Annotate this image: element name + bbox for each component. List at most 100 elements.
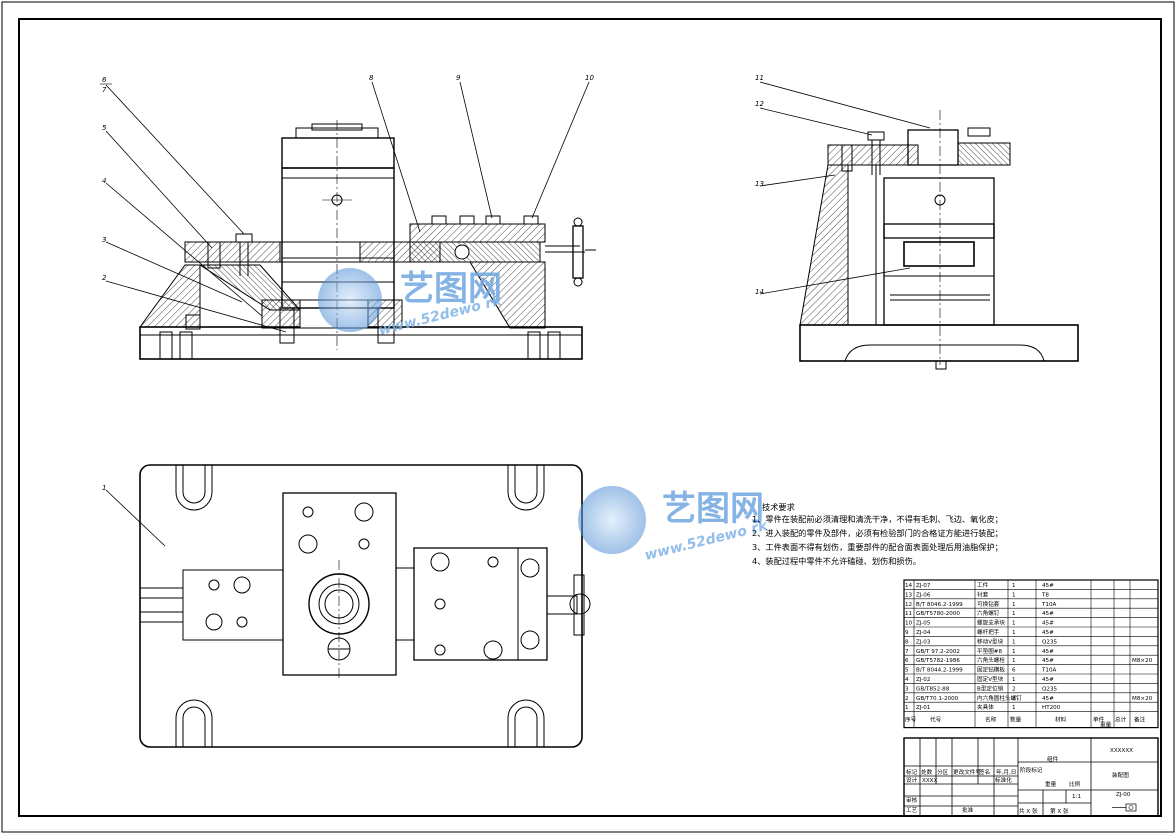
bom-cell-qty: 1 — [1012, 592, 1016, 598]
bom-cell-no: 4 — [905, 677, 909, 683]
bom-cell-mat: HT200 — [1042, 705, 1061, 711]
bom-cell-qty: 1 — [1012, 649, 1016, 655]
bom-header-cell: 材料 — [1055, 716, 1067, 724]
title-weight-label: 重量 — [1045, 780, 1057, 788]
bom-cell-name: 固定钻模板 — [977, 666, 1005, 674]
title-date-label: 年,月,日 — [996, 768, 1016, 776]
bom-cell-no: 3 — [905, 686, 909, 692]
title-designer: XXXX — [922, 778, 937, 784]
bom-cell-code: ZJ-04 — [916, 630, 931, 636]
bom-cell-qty: 1 — [1012, 639, 1016, 645]
bom-cell-mat: Q235 — [1042, 686, 1058, 692]
bom-cell-name: 移动V型块 — [977, 637, 1004, 645]
bom-cell-name: 六角头螺栓 — [977, 656, 1005, 664]
title-center: 组件 — [1047, 755, 1059, 763]
bom-cell-name: 固定V型块 — [977, 675, 1004, 683]
bom-header-cell: 单件 — [1093, 716, 1105, 724]
title-stage-label: 阶段标记 — [1020, 766, 1043, 774]
bom-cell-mat: 45# — [1042, 630, 1054, 636]
bom-cell-no: 11 — [905, 611, 913, 617]
bom-cell-code: ZJ-01 — [916, 705, 931, 711]
leader-lines — [105, 81, 931, 547]
bom-cell-no: 8 — [905, 639, 909, 645]
notes-line-1: 1、零件在装配前必须清理和清洗干净，不得有毛刺、飞边、氧化皮； — [752, 514, 1003, 524]
title-mark-label: 标记 — [906, 768, 918, 776]
title-scale-label: 比例 — [1069, 780, 1081, 788]
bom-cell-no: 10 — [905, 621, 913, 627]
bom-cell-code: GB/T5782-1986 — [916, 658, 960, 664]
bom-cell-qty: 1 — [1012, 611, 1016, 617]
bom-cell-name: 工件 — [977, 581, 989, 589]
bom-cell-code: GB/T 97.2-2002 — [916, 649, 960, 655]
bom-cell-mat: 45# — [1042, 696, 1054, 702]
bom-cell-code: GB/T70.1-2000 — [916, 696, 959, 702]
bom-cell-qty: 2 — [1012, 696, 1016, 702]
title-sign-label: 签名 — [979, 768, 990, 776]
bom-cell-no: 13 — [905, 592, 913, 598]
part-balloons: 6 7 5 4 3 2 1 8 9 10 11 12 13 14 — [100, 74, 764, 492]
balloon-8: 8 — [369, 74, 374, 82]
bom-cell-mat: 45# — [1042, 583, 1054, 589]
bom-cell-qty: 1 — [1012, 677, 1016, 683]
bom-cell-name: 内六角圆柱头螺钉 — [977, 694, 1022, 702]
balloon-9: 9 — [456, 74, 461, 82]
balloon-6: 6 — [102, 76, 107, 84]
balloon-10: 10 — [585, 74, 594, 82]
bom-cell-code: ZJ-06 — [916, 592, 931, 598]
bom-header-cell: 序号 — [905, 716, 917, 724]
bom-cell-qty: 1 — [1012, 602, 1016, 608]
title-approve-label: 批准 — [962, 806, 974, 814]
title-scale: 1:1 — [1072, 794, 1081, 800]
bom-cell-mat: 45# — [1042, 677, 1054, 683]
bom-cell-code: B/T 8044.2-1999 — [916, 668, 963, 674]
title-craft-label: 工艺 — [906, 807, 918, 814]
bom-cell-mat: Q235 — [1042, 639, 1058, 645]
bom-cell-name: 夹具体 — [977, 703, 994, 711]
bom-cell-no: 12 — [905, 602, 912, 608]
bom-cell-code: ZJ-02 — [916, 677, 930, 683]
bom-cell-code: ZJ-05 — [916, 621, 931, 627]
bom-cell-no: 7 — [905, 649, 909, 655]
bom-cell-qty: 1 — [1012, 705, 1016, 711]
balloon-5: 5 — [102, 124, 107, 132]
title-drawing-name: 装配图 — [1112, 771, 1129, 779]
bom-cell-mat: T10A — [1041, 668, 1057, 674]
bom-cell-qty: 1 — [1012, 658, 1016, 664]
balloon-11: 11 — [755, 74, 764, 82]
bom-cell-name: 平垫圈#8 — [977, 647, 1002, 655]
bom-cell-mat: 45# — [1042, 611, 1054, 617]
title-zone-label: 分区 — [937, 768, 949, 776]
title-review-label: 审核 — [906, 796, 918, 804]
bom-cell-name: B型定位销 — [977, 684, 1004, 692]
balloon-14: 14 — [755, 288, 764, 296]
balloon-13: 13 — [755, 180, 764, 188]
bom-cell-mat: 45# — [1042, 621, 1054, 627]
bom-frame — [903, 579, 1159, 729]
technical-notes: 技术要求 1、零件在装配前必须清理和清洗干净，不得有毛刺、飞边、氧化皮； 2、进… — [752, 502, 1003, 566]
notes-line-3: 3、工件表面不得有划伤，重要部件的配合面表面处理后用油脂保护； — [752, 542, 1003, 552]
title-sheet-no: 第 X 张 — [1050, 807, 1069, 815]
balloon-7: 7 — [102, 86, 107, 94]
bom-cell-code: GB/T852-88 — [916, 686, 950, 692]
bom-header-cell: 代号 — [930, 716, 942, 724]
bom-cell-no: 6 — [905, 658, 909, 664]
bom-cell-name: 可换钻套 — [977, 600, 1000, 608]
title-drawing-no: ZJ-00 — [1116, 792, 1131, 798]
notes-line-2: 2、进入装配的零件及部件，必须有检验部门的合格证方能进行装配； — [752, 528, 1003, 538]
top-view — [139, 464, 591, 748]
bom-header-cell: 数量 — [1010, 716, 1022, 724]
balloon-4: 4 — [102, 177, 106, 185]
bom-cell-name: 衬套 — [977, 590, 989, 598]
bom-cell-name: 螺旋支承块 — [977, 619, 1005, 627]
title-sheets: 共 X 张 — [1019, 807, 1038, 815]
balloon-1: 1 — [102, 484, 106, 492]
bom-cell-mat: T8 — [1041, 592, 1049, 598]
bom-header-cell: 备注 — [1134, 716, 1146, 724]
bom-cell-no: 5 — [905, 668, 909, 674]
title-designer-label: 设计 — [906, 776, 918, 784]
title-count-label: 处数 — [921, 768, 933, 776]
watermark-logo-2: 艺图网 www.52dewo rk — [578, 486, 771, 564]
bom-cell-qty: 1 — [1012, 630, 1016, 636]
